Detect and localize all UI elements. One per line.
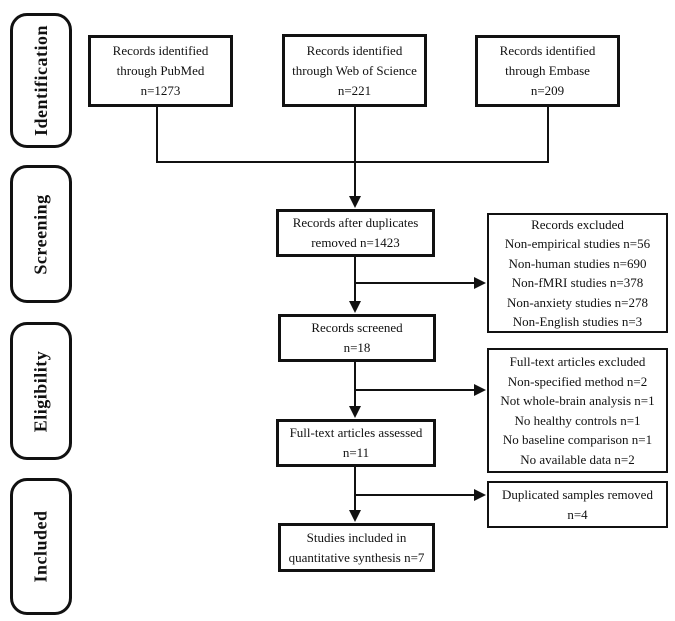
stage-label-text: Eligibility — [30, 350, 51, 432]
box-line: through PubMed — [116, 63, 205, 78]
stage-label-identification: Identification — [10, 13, 72, 148]
box-line: Not whole-brain analysis n=1 — [500, 393, 655, 408]
box-line: Records identified — [499, 43, 596, 58]
box-line: Records identified — [306, 42, 403, 58]
box-line: through Web of Science — [292, 62, 417, 78]
box-line: Records screened — [311, 320, 403, 335]
box-line: No baseline comparison n=1 — [502, 432, 653, 447]
stage-label-text: Included — [30, 510, 51, 583]
stage-label-eligibility: Eligibility — [10, 322, 72, 460]
box-line: Records after duplicates — [292, 215, 419, 230]
box-line: Records excluded — [531, 216, 624, 232]
box-line: n=11 — [342, 445, 370, 460]
box-line: Duplicated samples removed — [502, 487, 653, 502]
box-line: Full-text articles excluded — [509, 354, 646, 369]
box-line: n=4 — [567, 506, 588, 522]
box-line: Non-human studies n=690 — [508, 255, 647, 271]
box-line: Studies included in — [306, 529, 407, 545]
box-line: Non-specified method n=2 — [507, 373, 648, 389]
box-line: Non-fMRI studies n=378 — [511, 275, 644, 290]
box-line: removed n=1423 — [311, 235, 400, 250]
box-records-excluded: Records excluded Non-empirical studies n… — [487, 213, 668, 333]
box-line: n=221 — [337, 82, 372, 98]
box-line: n=18 — [343, 340, 371, 355]
box-line: quantitative synthesis n=7 — [288, 549, 425, 565]
box-line: Non-English studies n=3 — [512, 314, 643, 329]
box-records-screened: Records screened n=18 — [278, 314, 436, 362]
box-fulltext-assessed: Full-text articles assessed n=11 — [276, 419, 436, 467]
stage-label-text: Identification — [30, 24, 51, 137]
box-line: through Embase — [505, 63, 590, 78]
box-line: n=1273 — [140, 83, 181, 98]
box-studies-included: Studies included in quantitative synthes… — [278, 523, 435, 572]
box-line: Non-anxiety studies n=278 — [507, 294, 648, 310]
box-records-web-of-science: Records identified through Web of Scienc… — [282, 34, 427, 107]
box-duplicated-samples-removed: Duplicated samples removed n=4 — [487, 481, 668, 528]
box-duplicates-removed: Records after duplicates removed n=1423 — [276, 209, 435, 257]
stage-label-text: Screening — [30, 193, 51, 275]
connector-merge-sources — [156, 105, 549, 163]
box-fulltext-excluded: Full-text articles excluded Non-specifie… — [487, 348, 668, 473]
box-records-pubmed: Records identified through PubMed n=1273 — [88, 35, 233, 107]
stage-label-screening: Screening — [10, 165, 72, 303]
stage-label-included: Included — [10, 478, 72, 615]
box-line: Full-text articles assessed — [289, 425, 423, 440]
box-line: n=209 — [530, 83, 565, 98]
box-line: No healthy controls n=1 — [514, 412, 641, 428]
box-line: Records identified — [112, 43, 209, 58]
box-records-embase: Records identified through Embase n=209 — [475, 35, 620, 107]
box-line: Non-empirical studies n=56 — [504, 236, 651, 251]
box-line: No available data n=2 — [520, 451, 635, 467]
